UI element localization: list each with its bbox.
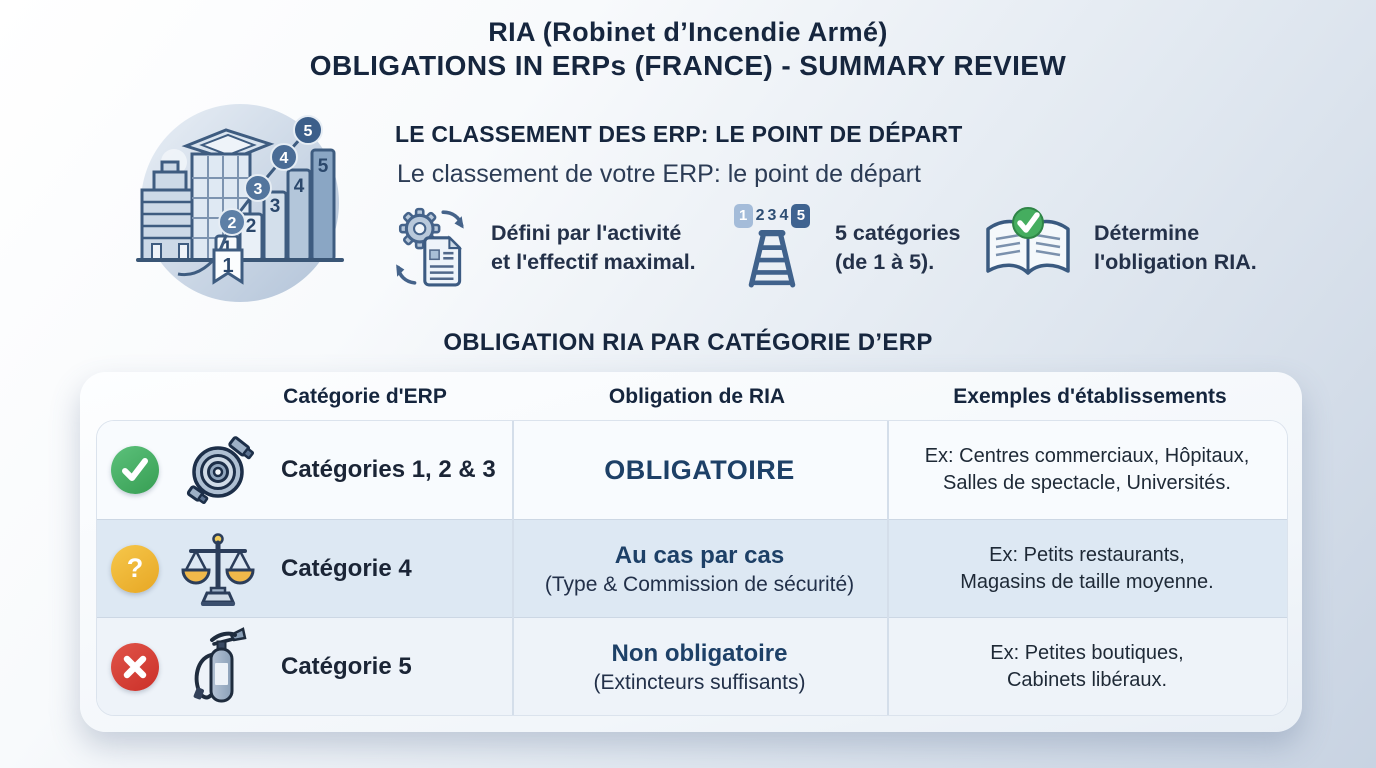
classification-subheading: Le classement de votre ERP: le point de … [397, 160, 921, 188]
obligation-cell: Au cas par cas (Type & Commission de séc… [512, 520, 887, 617]
building-tall [181, 128, 275, 262]
category-cell: ? [97, 520, 512, 617]
classification-heading: LE CLASSEMENT DES ERP: LE POINT DE DÉPAR… [395, 121, 963, 147]
svg-text:2: 2 [228, 215, 237, 232]
feature-determines: Détermine l'obligation RIA. [978, 202, 1257, 294]
check-circle-icon [111, 446, 159, 494]
page-title-line1: RIA (Robinet d’Incendie Armé) [488, 17, 888, 47]
category-step-bars [214, 148, 336, 262]
svg-text:1: 1 [222, 255, 233, 277]
column-divider [887, 421, 889, 715]
obligation-value: Au cas par cas [614, 541, 785, 569]
page-title-line2: OBLIGATIONS IN ERPs (FRANCE) - SUMMARY R… [309, 50, 1067, 81]
svg-text:4: 4 [280, 150, 289, 167]
svg-text:4: 4 [294, 176, 305, 197]
obligation-note: (Extincteurs suffisants) [593, 670, 806, 694]
column-header-examples: Exemples d'établissements [953, 385, 1227, 408]
table-row-categorie-4: ? [97, 519, 1287, 617]
svg-text:3: 3 [270, 196, 281, 217]
obligation-value: OBLIGATOIRE [604, 455, 795, 485]
document [423, 234, 463, 286]
categories-ladder-icon: 1 2 3 4 5 [725, 203, 819, 294]
question-circle-icon: ? [111, 544, 159, 593]
svg-text:5: 5 [304, 123, 313, 140]
x-circle-icon [111, 642, 159, 691]
feature-categories: 1 2 3 4 5 [725, 202, 960, 294]
table-heading: OBLIGATION RIA PAR CATÉGORIE D’ERP [443, 329, 933, 356]
obligation-cell: OBLIGATOIRE [512, 421, 887, 519]
book-check-icon [978, 206, 1078, 291]
obligation-cell: Non obligatoire (Extincteurs suffisants) [512, 618, 887, 715]
column-header-obligation: Obligation de RIA [608, 385, 786, 408]
fire-extinguisher-icon [175, 625, 261, 709]
category-cell: Catégorie 5 [97, 618, 512, 715]
feature-activity: Défini par l'activité et l'effectif maxi… [391, 202, 696, 294]
category-label: Catégorie 4 [281, 554, 412, 582]
gear-document-icon [391, 203, 475, 294]
scales-icon [175, 530, 261, 608]
table-row-categorie-5: Catégorie 5 Non obligatoire (Extincteurs… [97, 617, 1287, 715]
category-label: Catégories 1, 2 & 3 [281, 456, 496, 483]
erp-categories-buildings-illustration: 1 2 3 4 5 2 3 4 5 [122, 100, 358, 318]
path-step-badges: 2 3 4 5 [218, 115, 323, 236]
fire-hose-icon [175, 432, 261, 508]
feature-categories-text: 5 catégories (de 1 à 5). [835, 221, 961, 274]
examples-cell: Ex: Petits restaurants, Magasins de tail… [960, 543, 1214, 593]
start-pennant: 1 [212, 248, 244, 285]
category-cell: Catégories 1, 2 & 3 [97, 421, 512, 519]
category-number-chips: 1 2 3 4 5 [733, 203, 811, 229]
obligation-note: (Type & Commission de sécurité) [544, 572, 855, 596]
svg-text:5: 5 [318, 156, 329, 177]
column-header-category: Catégorie d'ERP [283, 385, 447, 408]
ladder-icon [743, 229, 801, 294]
examples-cell: Ex: Petites boutiques, Cabinets libéraux… [990, 641, 1184, 691]
feature-determines-text: Détermine l'obligation RIA. [1094, 221, 1257, 274]
examples-cell: Ex: Centres commerciaux, Hôpitaux, Salle… [924, 445, 1250, 494]
obligation-value: Non obligatoire [611, 639, 788, 667]
obligation-table: Catégories 1, 2 & 3 OBLIGATOIRE Ex: Cent… [96, 420, 1288, 716]
category-label: Catégorie 5 [281, 652, 412, 680]
column-divider [512, 421, 514, 715]
obligation-table-card: Catégorie d'ERP Obligation de RIA Exempl… [80, 372, 1302, 732]
svg-text:3: 3 [254, 181, 263, 198]
page-title: RIA (Robinet d’Incendie Armé) OBLIGATION… [0, 16, 1376, 83]
feature-activity-text: Défini par l'activité et l'effectif maxi… [491, 221, 696, 274]
svg-text:2: 2 [246, 216, 257, 237]
table-row-categories-1-2-3: Catégories 1, 2 & 3 OBLIGATOIRE Ex: Cent… [97, 421, 1287, 519]
